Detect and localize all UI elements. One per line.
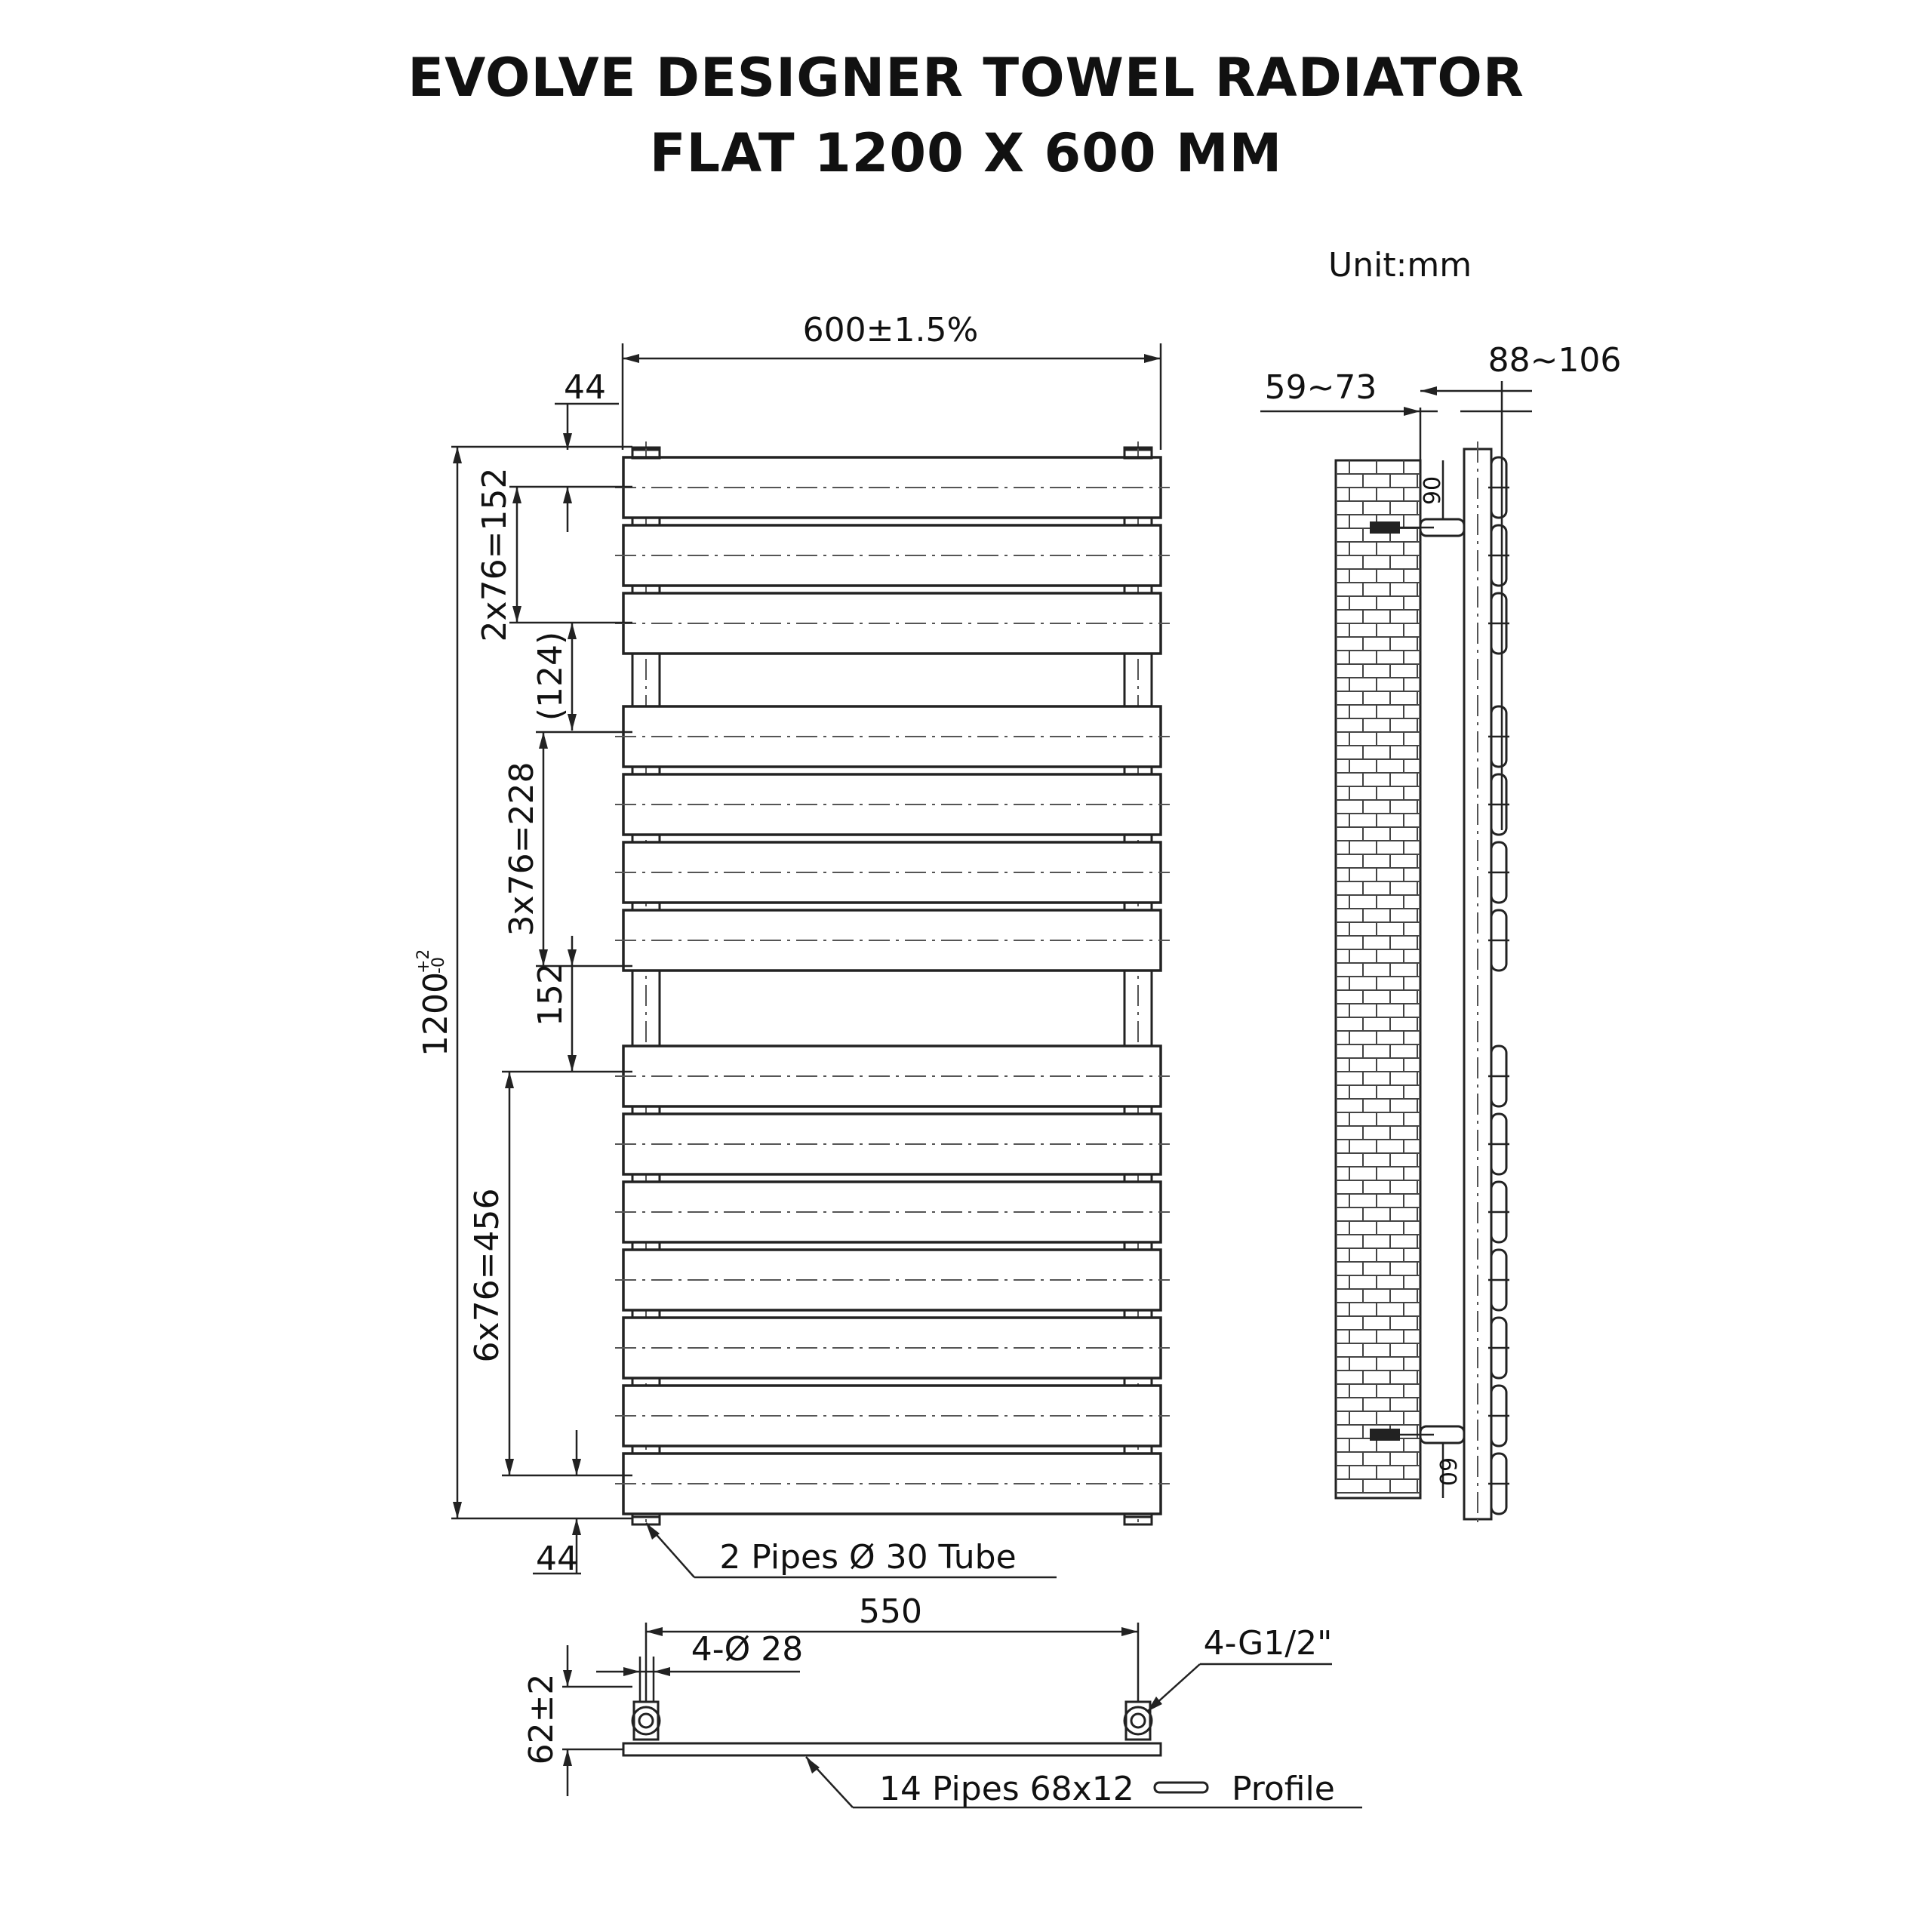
- profile-label-prefix: 14 Pipes 68x12: [879, 1770, 1134, 1808]
- profile-shape-icon: [1153, 1781, 1209, 1794]
- plan-bar-profile: [622, 1742, 1162, 1757]
- bottom-offset-dimension: 44: [536, 1540, 578, 1578]
- thread-label: 4-G1/2": [1204, 1624, 1333, 1663]
- radiator-bar: [622, 773, 1162, 836]
- hole-diameter-label: 4-Ø 28: [691, 1630, 803, 1669]
- radiator-bar: [622, 1384, 1162, 1447]
- height-tolerance-lower: -0: [429, 957, 448, 974]
- top-offset-dimension: 44: [564, 368, 606, 407]
- radiator-bar: [622, 1180, 1162, 1244]
- pipe-centres-dimension: 550: [859, 1592, 922, 1631]
- diagram-title-line2: FLAT 1200 X 600 MM: [649, 122, 1283, 184]
- brick-wall-icon: [1334, 459, 1422, 1500]
- width-dimension: 600±1.5%: [803, 311, 979, 349]
- diagram-title-line1: EVOLVE DESIGNER TOWEL RADIATOR: [408, 47, 1524, 109]
- unit-label: Unit:mm: [1328, 246, 1472, 285]
- side-depth-dimension: 88~106: [1488, 341, 1622, 380]
- radiator-bar: [622, 592, 1162, 655]
- pipes-label: 2 Pipes Ø 30 Tube: [719, 1538, 1016, 1577]
- radiator-bar: [622, 1112, 1162, 1176]
- plan-depth-dimension: 62±2: [522, 1674, 561, 1765]
- gap1-dimension: (124): [531, 632, 570, 721]
- plan-view: 550 4-Ø 28 4-G1/2" 62±2 14 Pipes 68x12 P…: [522, 1592, 1362, 1809]
- radiator-bars: [615, 446, 1170, 1526]
- radiator-bar: [622, 1044, 1162, 1108]
- front-view: 600±1.5% 44 1200 +2 -0 2x76=152 (124): [414, 311, 1170, 1579]
- side-bar-profiles: [1488, 456, 1509, 1515]
- valve-icon: [631, 1700, 1153, 1741]
- group3-spacing-dimension: 6x76=456: [468, 1189, 506, 1363]
- wall-bracket-icon: [1370, 518, 1466, 1444]
- bottom-fixing-dimension: 60: [1434, 1457, 1460, 1486]
- gap2-dimension: 152: [531, 963, 570, 1026]
- wall-gap-dimension: 59~73: [1265, 368, 1377, 407]
- height-dimension: 1200: [417, 972, 455, 1057]
- radiator-bar: [622, 524, 1162, 587]
- profile-label-suffix: Profile: [1232, 1770, 1335, 1808]
- group2-spacing-dimension: 3x76=228: [503, 762, 541, 937]
- side-view: 88~106 59~73 90 60: [1260, 341, 1621, 1528]
- height-tolerance-upper: +2: [414, 949, 433, 974]
- radiator-bar: [622, 909, 1162, 972]
- group1-spacing-dimension: 2x76=152: [475, 468, 514, 642]
- top-fixing-dimension: 90: [1420, 476, 1446, 505]
